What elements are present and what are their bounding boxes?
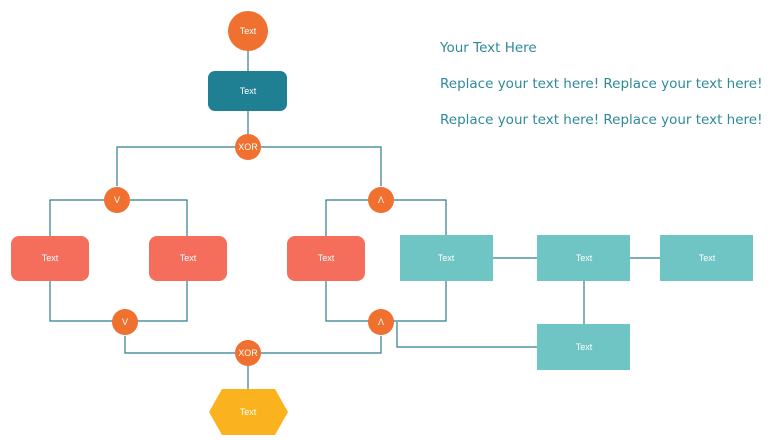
or-join-gateway[interactable]: V (112, 309, 138, 335)
salmon-left-shape (11, 236, 89, 281)
xor-split-circle (235, 134, 261, 160)
start-circle-label: Text (240, 26, 257, 36)
teal-box-a[interactable]: Text (400, 235, 493, 281)
xor-join-gateway[interactable]: XOR (235, 340, 261, 366)
teal-box-c[interactable]: Text (660, 235, 753, 281)
end-hexagon-shape (209, 389, 288, 435)
salmon-box-middle[interactable]: Text (149, 236, 227, 281)
or-join-circle (112, 309, 138, 335)
start-circle-shape (228, 11, 268, 51)
salmon-left-label: Text (42, 253, 59, 263)
teal-box-b[interactable]: Text (537, 235, 630, 281)
end-node[interactable]: Text (209, 389, 288, 435)
teal-a-shape (400, 235, 493, 281)
teal-b-shape (537, 235, 630, 281)
or-split-gateway[interactable]: V (104, 187, 130, 213)
xor-split-label: XOR (238, 142, 258, 152)
xor-join-label: XOR (238, 348, 258, 358)
or-split-circle (104, 187, 130, 213)
teal-c-label: Text (699, 253, 716, 263)
and-split-gateway[interactable]: Λ (368, 187, 394, 213)
or-split-label: V (114, 195, 120, 205)
teal-d-label: Text (576, 342, 593, 352)
salmon-right-shape (287, 236, 365, 281)
teal-b-label: Text (576, 253, 593, 263)
or-join-label: V (122, 317, 128, 327)
salmon-box-right[interactable]: Text (287, 236, 365, 281)
note-line-1: Replace your text here! Replace your tex… (440, 76, 763, 92)
teal-c-shape (660, 235, 753, 281)
salmon-middle-shape (149, 236, 227, 281)
top-box-shape (208, 71, 287, 111)
salmon-box-left[interactable]: Text (11, 236, 89, 281)
teal-d-shape (537, 324, 630, 370)
and-split-circle (368, 187, 394, 213)
note-heading: Your Text Here (440, 40, 537, 56)
teal-box-d[interactable]: Text (537, 324, 630, 370)
connector-and-join-to-teal-d (396, 322, 537, 348)
start-node[interactable]: Text (228, 11, 268, 51)
note-line-2: Replace your text here! Replace your tex… (440, 112, 763, 128)
salmon-right-label: Text (318, 253, 335, 263)
and-split-label: Λ (378, 195, 384, 205)
top-process-box[interactable]: Text (208, 71, 287, 111)
teal-a-label: Text (438, 253, 455, 263)
end-hexagon-label: Text (240, 407, 257, 417)
xor-split-gateway[interactable]: XOR (235, 134, 261, 160)
top-box-label: Text (240, 86, 257, 96)
xor-join-circle (235, 340, 261, 366)
salmon-middle-label: Text (180, 253, 197, 263)
and-join-label: Λ (378, 317, 384, 327)
and-join-circle (368, 309, 394, 335)
and-join-gateway[interactable]: Λ (368, 309, 394, 335)
